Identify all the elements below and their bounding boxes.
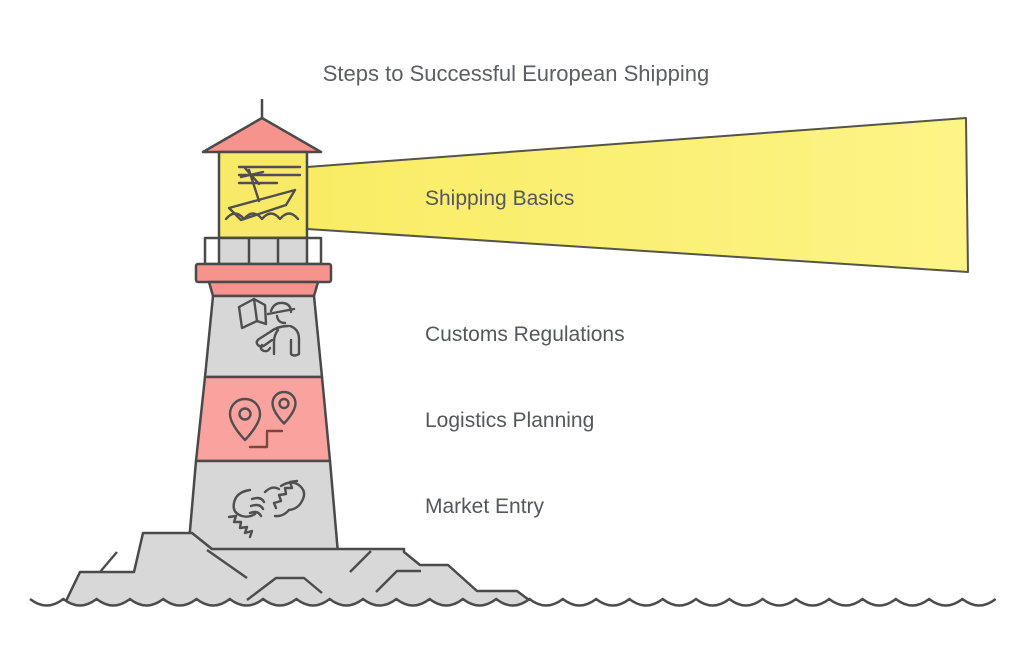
officer-face (275, 314, 287, 325)
step-label-shipping-basics: Shipping Basics (425, 187, 574, 210)
officer-torso (272, 328, 280, 356)
passport-right (252, 297, 268, 326)
lighthouse (185, 99, 341, 567)
page-title: Steps to Successful European Shipping (323, 61, 709, 86)
hand-right (279, 481, 306, 512)
officer-cap-brim (266, 307, 296, 316)
sleeve-cuff-left (227, 514, 254, 539)
map-pin-small-center (278, 397, 290, 410)
wave-line (29, 597, 997, 607)
railing-inner (217, 236, 309, 266)
officer-arm-right (288, 324, 301, 357)
officer-hand (259, 343, 272, 353)
ship-spars (239, 166, 265, 186)
step-labels: Customs Regulations Logistics Planning M… (425, 323, 625, 518)
rock-crease (99, 551, 118, 573)
rock-crease (375, 569, 421, 593)
route-step-line (248, 429, 284, 449)
sinking-ship-icon (224, 165, 302, 222)
route-pins-icon (228, 390, 297, 449)
step-label-logistics-planning: Logistics Planning (425, 409, 594, 432)
wave-squiggle (224, 212, 300, 221)
rock-crease (246, 576, 323, 601)
collar-band (194, 262, 333, 284)
step-label-customs-regulations: Customs Regulations (425, 323, 625, 346)
customs-officer-icon (237, 297, 301, 357)
finger (250, 496, 266, 504)
handshake-icon (227, 479, 306, 539)
finger (249, 503, 265, 511)
rock-outline (56, 531, 540, 613)
map-pin-large-center (238, 407, 252, 421)
gallery-railing (203, 236, 323, 266)
ship-hull (227, 188, 297, 222)
collar-taper (207, 280, 320, 298)
finger (248, 510, 263, 518)
thumb (263, 486, 281, 494)
step-label-market-entry: Market Entry (425, 495, 545, 518)
officer-cap (269, 301, 293, 314)
rock-crease (349, 550, 372, 573)
map-pin-large (228, 397, 262, 442)
sleeve-cuff-right (272, 479, 299, 510)
rocks (56, 531, 540, 613)
rock-crease (206, 549, 248, 579)
wrist (273, 508, 291, 518)
tower-panel-logistics (194, 375, 332, 463)
sea-waves (29, 597, 997, 650)
lantern-room-panel (217, 150, 309, 240)
sea-mask (30, 599, 996, 650)
map-pin-small (271, 390, 297, 425)
hand-left (232, 488, 257, 518)
